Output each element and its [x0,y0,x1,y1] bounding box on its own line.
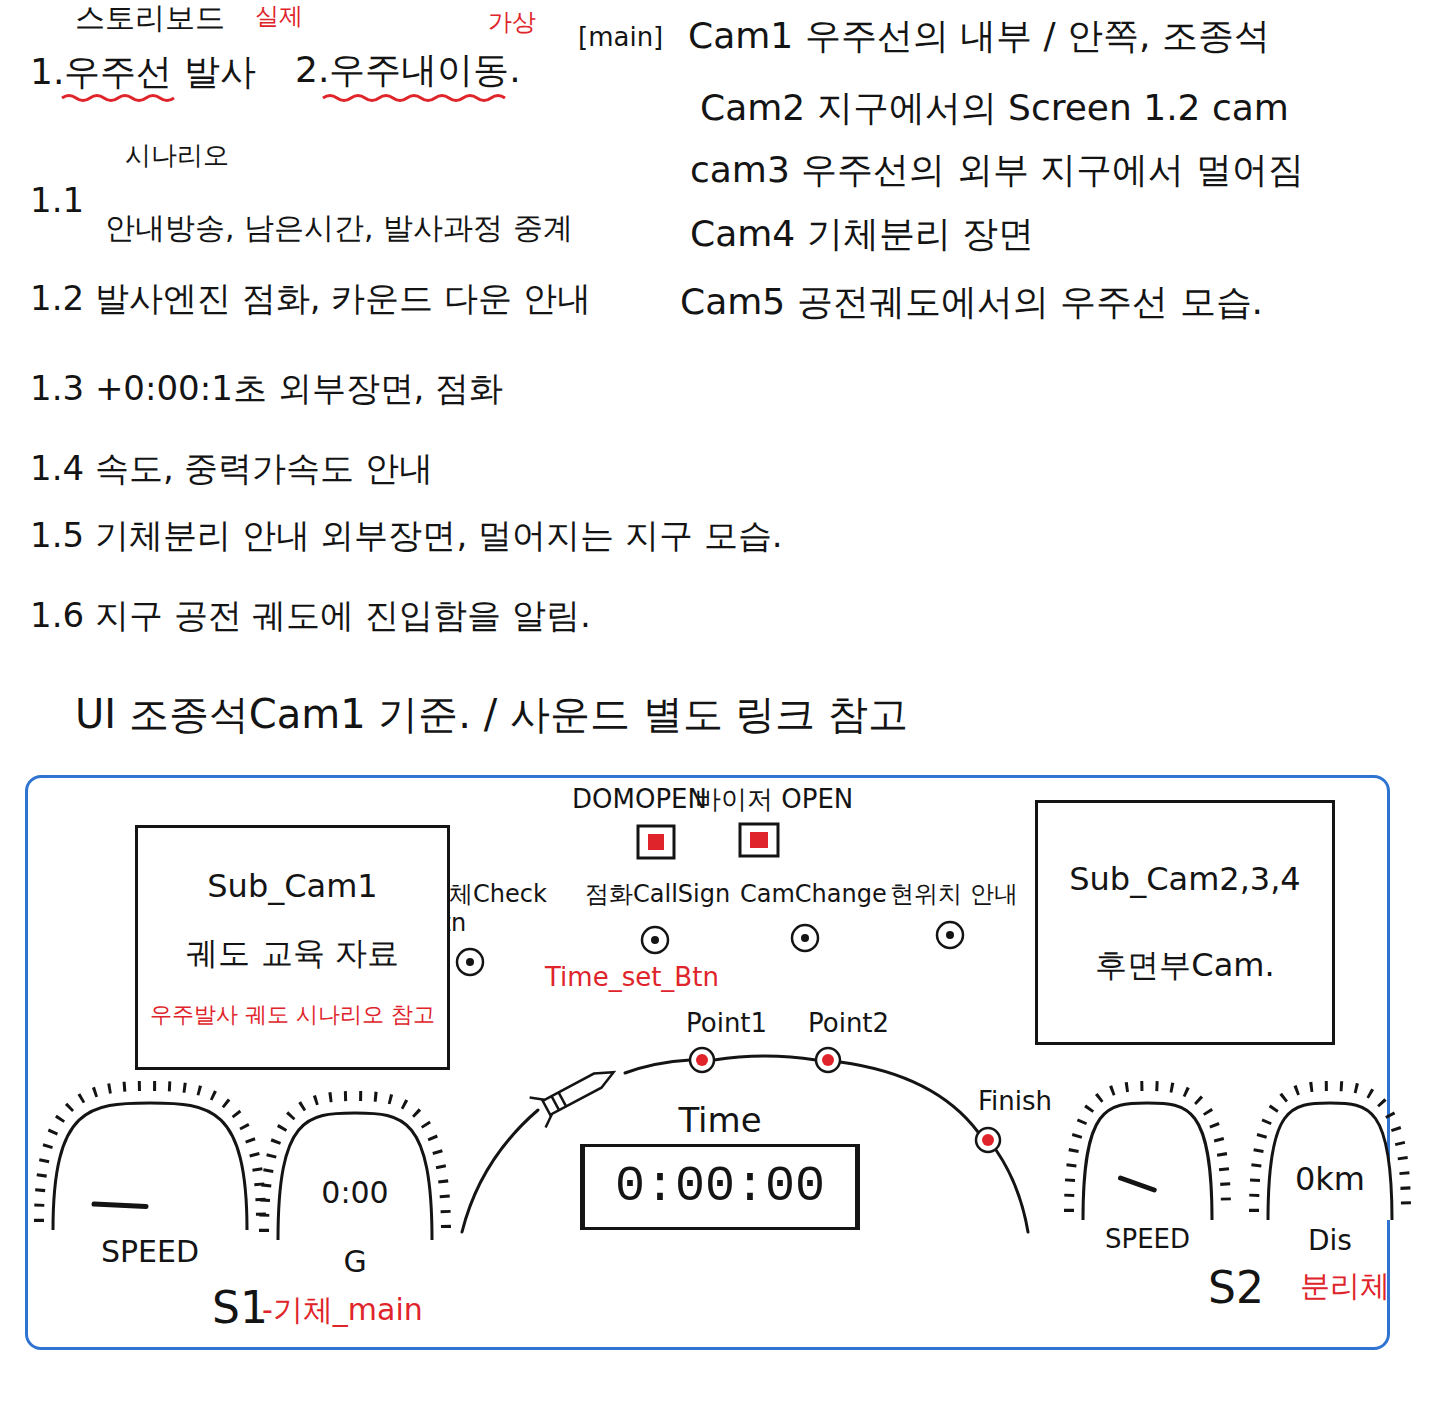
box-title: Sub_Cam1 [207,867,377,905]
camera-line: Cam2 지구에서의 Screen 1.2 cam [700,86,1289,129]
page-title: 스토리보드 [75,0,225,36]
square-button [740,824,778,856]
waypoint-dot [690,1048,714,1072]
gauge-dial: 0:00G [275,1110,435,1288]
round-button [642,927,668,953]
scenario-line: 1.6 지구 공전 궤도에 진입함을 알림. [30,595,591,636]
camera-line: cam3 우주선의 외부 지구에서 멀어짐 [690,148,1304,191]
button-label: 점화CallSign [585,880,730,909]
scenario-line: 1.2 발사엔진 점화, 카운드 다운 안내 [30,278,591,319]
gauge-label: G [275,1244,435,1280]
scenario-line: 1.5 기체분리 안내 외부장면, 멀어지는 지구 모습. [30,515,783,556]
scenario-line: 1.3 +0:00:1초 외부장면, 점화 [30,368,503,409]
annotation: Time_set_Btn [545,962,719,993]
trajectory-line [462,1056,1028,1232]
wavy-underline [323,96,505,101]
scenario-line: 1.4 속도, 중력가속도 안내 [30,448,433,489]
camera-line: Cam5 공전궤도에서의 우주선 모습. [680,280,1263,323]
gauge-outline [50,1100,250,1230]
tag: [main] [578,22,663,53]
round-button [937,922,963,948]
gauge-dome [1083,1103,1212,1220]
annotation: -기체_main [262,1292,423,1328]
gauge-label: SPEED [50,1234,250,1270]
button-label: 바이저 OPEN [695,784,853,815]
time-value: 0:00:00 [615,1157,825,1217]
square-button [638,826,674,858]
gauge-needle [94,1204,146,1207]
button-label: DOMOPEN [572,784,707,815]
round-button [792,925,818,951]
button-label: CamChange [740,880,887,909]
round-button [457,949,483,975]
annotation: 분리체 [1300,1268,1390,1304]
gauge-label: SPEED [1080,1224,1215,1255]
gauge-dome [53,1103,247,1230]
box-title: Sub_Cam2,3,4 [1069,860,1300,898]
group-label: S2 [1208,1262,1264,1315]
scenario-line: 안내방송, 남은시간, 발사과정 중계 [105,210,573,246]
waypoint-dot [816,1048,840,1072]
time-frame: 0:00:00 [580,1144,860,1230]
wavy-underline [62,96,174,101]
waypoint-label: Finish [978,1086,1052,1117]
time-display: Time 0:00:00 [580,1100,860,1230]
gauge-outline [1080,1100,1215,1220]
box-text: 후면부Cam. [1095,946,1274,984]
waypoint-dot [976,1128,1000,1152]
annotation: 실제 [255,2,303,31]
gauge-dial: SPEED [50,1100,250,1278]
storyboard-item: 1.우주선 발사 [30,50,256,93]
screen-box: Sub_Cam2,3,4 후면부Cam. [1035,800,1335,1045]
storyboard-item: 2.우주내이동. [295,48,521,91]
ui-panel: UI 조종석Cam1 기준. / 사운드 별도 링크 참고 Sub_Cam1 궤도 … [25,690,1390,1350]
screen-box: Sub_Cam1 궤도 교육 자료우주발사 궤도 시나리오 참고 [135,825,450,1070]
button-label: 현위치 안내 [890,880,1018,909]
rocket-icon [530,1057,622,1127]
section-label: 시나리오 [125,140,229,171]
box-text: 우주발사 궤도 시나리오 참고 [150,1002,435,1028]
waypoint-label: Point1 [686,1008,767,1039]
waypoint-label: Point2 [808,1008,889,1039]
gauge-value: 0:00 [275,1175,435,1211]
gauge-label: Dis [1265,1224,1395,1258]
camera-line: Cam4 기체분리 장면 [690,212,1034,255]
box-text: 궤도 교육 자료 [186,934,398,972]
gauge-needle [1121,1178,1155,1190]
gauge-value: 0km [1265,1160,1395,1198]
annotation: 가상 [488,8,536,37]
camera-line: Cam1 우주선의 내부 / 안쪽, 조종석 [688,14,1270,57]
step-number: 1.1 [30,180,84,221]
gauge-dial: 0kmDis [1265,1100,1395,1268]
group-label: S1 [212,1282,268,1335]
panel-heading: UI 조종석Cam1 기준. / 사운드 별도 링크 참고 [75,690,908,738]
time-heading: Time [580,1100,860,1141]
gauge-dial: SPEED [1080,1100,1215,1268]
